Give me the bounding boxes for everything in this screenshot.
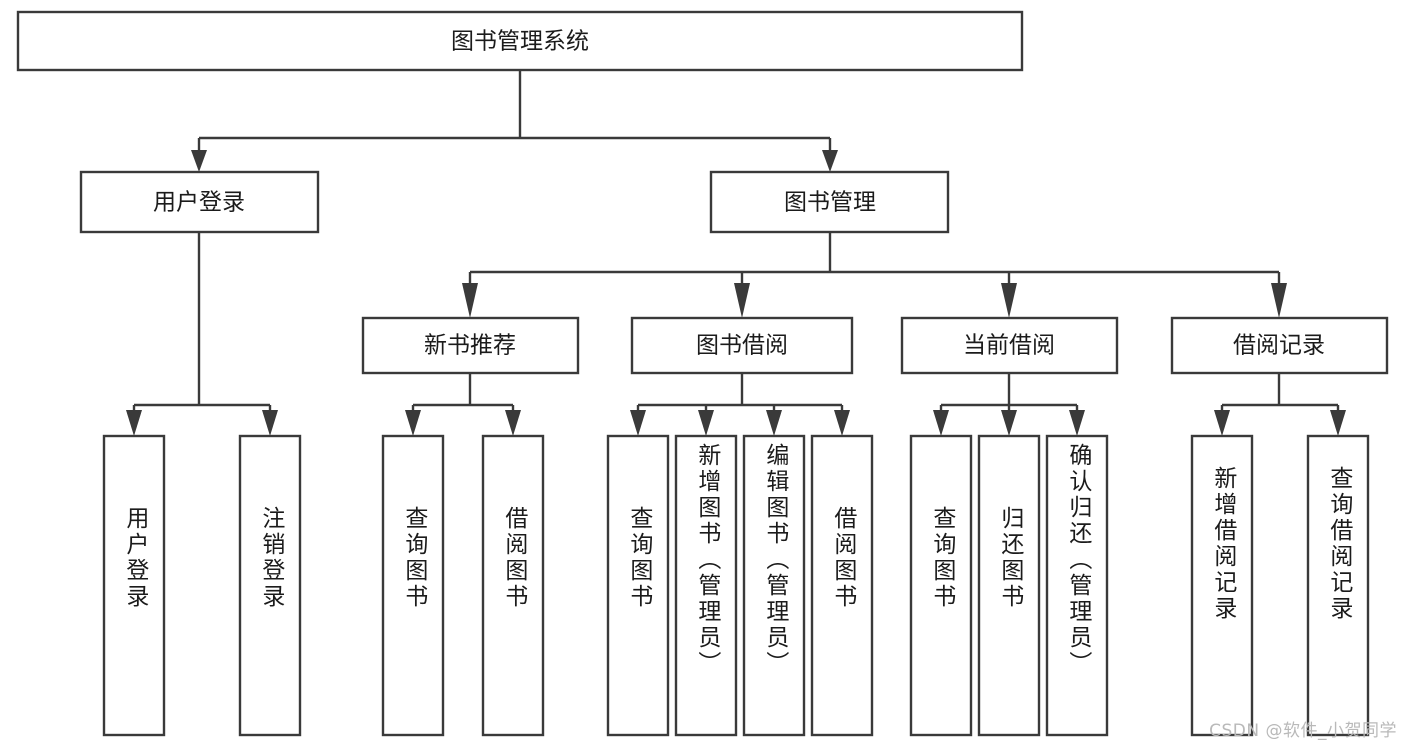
arrow-leaf-edit-book	[766, 410, 782, 436]
connectors-book-borrow-to-leaves	[630, 373, 850, 436]
leaf-box-query-record[interactable]	[1306, 434, 1370, 737]
leaf-box-return-book[interactable]	[977, 434, 1041, 737]
node-borrow-record[interactable]	[1170, 316, 1389, 375]
arrow-leaf-query-record	[1330, 410, 1346, 436]
arrow-to-book-borrow	[734, 283, 750, 318]
arrow-leaf-query-book-b	[630, 410, 646, 436]
node-current-borrow[interactable]	[900, 316, 1119, 375]
leaf-box-query-book-b[interactable]	[606, 434, 670, 737]
connectors-book-manage-to-level3	[462, 232, 1287, 318]
arrow-to-current-borrow	[1001, 283, 1017, 318]
leaf-box-add-book[interactable]	[674, 434, 738, 737]
node-book-management[interactable]	[709, 170, 950, 234]
node-book-borrow-label: 图书借阅	[696, 333, 788, 359]
leaf-box-edit-book[interactable]	[742, 434, 806, 737]
leaf-box-borrow-book-b[interactable]	[810, 434, 874, 737]
connectors-current-borrow-to-leaves	[933, 373, 1085, 436]
connectors-root-to-level2	[191, 70, 838, 172]
arrow-leaf-add-record	[1214, 410, 1230, 436]
node-book-management-label: 图书管理	[784, 190, 876, 216]
leaf-box-confirm-return[interactable]	[1045, 434, 1109, 737]
node-root-book-management-system[interactable]	[16, 10, 1024, 72]
node-user-login-label: 用户登录	[153, 190, 245, 216]
leaf-box-add-record[interactable]	[1190, 434, 1254, 737]
node-borrow-record-label: 借阅记录	[1233, 333, 1325, 359]
arrow-leaf-logout	[262, 410, 278, 436]
csdn-watermark: CSDN @软件_小贺同学	[1209, 721, 1397, 741]
node-root-label: 图书管理系统	[451, 29, 589, 55]
arrow-leaf-add-book	[698, 410, 714, 436]
arrow-to-new-book	[462, 283, 478, 318]
arrow-leaf-return-book	[1001, 410, 1017, 436]
arrow-root-to-book-manage	[822, 150, 838, 172]
node-new-book-recommend-label: 新书推荐	[424, 333, 516, 359]
arrow-leaf-user-login	[126, 410, 142, 436]
connectors-new-book-to-leaves	[405, 373, 521, 436]
leaf-box-query-book-a[interactable]	[381, 434, 445, 737]
leaf-box-user-login[interactable]	[102, 434, 166, 737]
arrow-leaf-borrow-book-b	[834, 410, 850, 436]
arrow-leaf-query-book-a	[405, 410, 421, 436]
node-book-borrow[interactable]	[630, 316, 854, 375]
arrow-to-borrow-record	[1271, 283, 1287, 318]
arrow-leaf-borrow-book-a	[505, 410, 521, 436]
node-new-book-recommend[interactable]	[361, 316, 580, 375]
connectors-user-login-to-leaves	[126, 232, 278, 436]
node-current-borrow-label: 当前借阅	[963, 333, 1055, 359]
connectors-borrow-record-to-leaves	[1214, 373, 1346, 436]
arrow-leaf-query-book-c	[933, 410, 949, 436]
leaf-box-borrow-book-a[interactable]	[481, 434, 545, 737]
leaf-box-logout[interactable]	[238, 434, 302, 737]
arrow-root-to-user-login	[191, 150, 207, 172]
node-user-login[interactable]	[79, 170, 320, 234]
arrow-leaf-confirm-return	[1069, 410, 1085, 436]
leaf-box-query-book-c[interactable]	[909, 434, 973, 737]
